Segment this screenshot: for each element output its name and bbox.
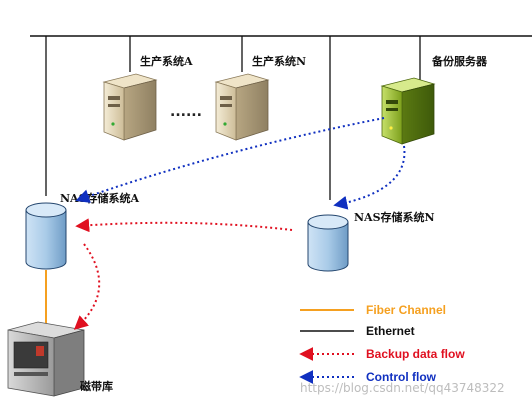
backup-flow-nas-a-to-tape bbox=[73, 243, 101, 330]
legend-item-control: Control flow bbox=[299, 370, 437, 384]
server-backup-side bbox=[401, 83, 435, 145]
legend: Fiber Channel Ethernet Backup data flow … bbox=[299, 303, 465, 384]
label-nas-a: NAS存储系统A bbox=[60, 191, 140, 205]
storage-nas-n bbox=[307, 214, 349, 272]
tape-library-slot bbox=[14, 372, 48, 376]
storage-nas-a-body bbox=[25, 209, 67, 270]
server-prod-a-side bbox=[123, 79, 157, 141]
ellipsis-dots: ...... bbox=[170, 104, 202, 120]
legend-label-fiber: Fiber Channel bbox=[366, 303, 446, 317]
control-flow-to-nas-n bbox=[333, 145, 406, 210]
legend-label-backup: Backup data flow bbox=[366, 347, 465, 361]
label-nas-n: NAS存储系统N bbox=[354, 210, 435, 224]
server-prod-n-led bbox=[223, 122, 227, 126]
server-prod-n-slot2 bbox=[220, 104, 232, 107]
server-prod-n bbox=[214, 73, 270, 141]
storage-nas-n-top bbox=[307, 214, 349, 230]
server-prod-n-slot bbox=[220, 96, 232, 100]
server-prod-n-side bbox=[235, 79, 269, 141]
storage-nas-n-body bbox=[307, 221, 349, 272]
server-backup-led bbox=[389, 126, 393, 130]
label-prod-a: 生产系统A bbox=[140, 54, 193, 68]
tape-library-panel bbox=[36, 346, 44, 356]
tape-library bbox=[7, 321, 85, 397]
server-backup-slot2 bbox=[386, 108, 398, 111]
label-backup-server: 备份服务器 bbox=[431, 54, 488, 68]
storage-nas-a-top bbox=[25, 202, 67, 218]
server-backup bbox=[380, 77, 436, 145]
legend-item-backup: Backup data flow bbox=[299, 347, 465, 361]
backup-flow-nas-n-to-nas-a bbox=[75, 218, 293, 233]
legend-label-ethernet: Ethernet bbox=[366, 324, 415, 338]
ethernet-network bbox=[30, 35, 532, 200]
legend-label-control: Control flow bbox=[366, 370, 437, 384]
legend-item-fiber: Fiber Channel bbox=[300, 303, 446, 317]
label-prod-n: 生产系统N bbox=[252, 54, 306, 68]
server-prod-a-slot bbox=[108, 96, 120, 100]
server-backup-slot bbox=[386, 100, 398, 104]
legend-item-ethernet: Ethernet bbox=[300, 324, 415, 338]
server-prod-a-slot2 bbox=[108, 104, 120, 107]
storage-nas-a bbox=[25, 202, 67, 270]
server-prod-a bbox=[102, 73, 158, 141]
label-tape-library: 磁带库 bbox=[80, 379, 113, 393]
server-prod-a-led bbox=[111, 122, 115, 126]
server-prod-a-front bbox=[103, 81, 125, 141]
server-backup-front bbox=[381, 85, 403, 145]
server-prod-n-front bbox=[215, 81, 237, 141]
watermark-text: https://blog.csdn.net/qq43748322 bbox=[300, 381, 505, 395]
